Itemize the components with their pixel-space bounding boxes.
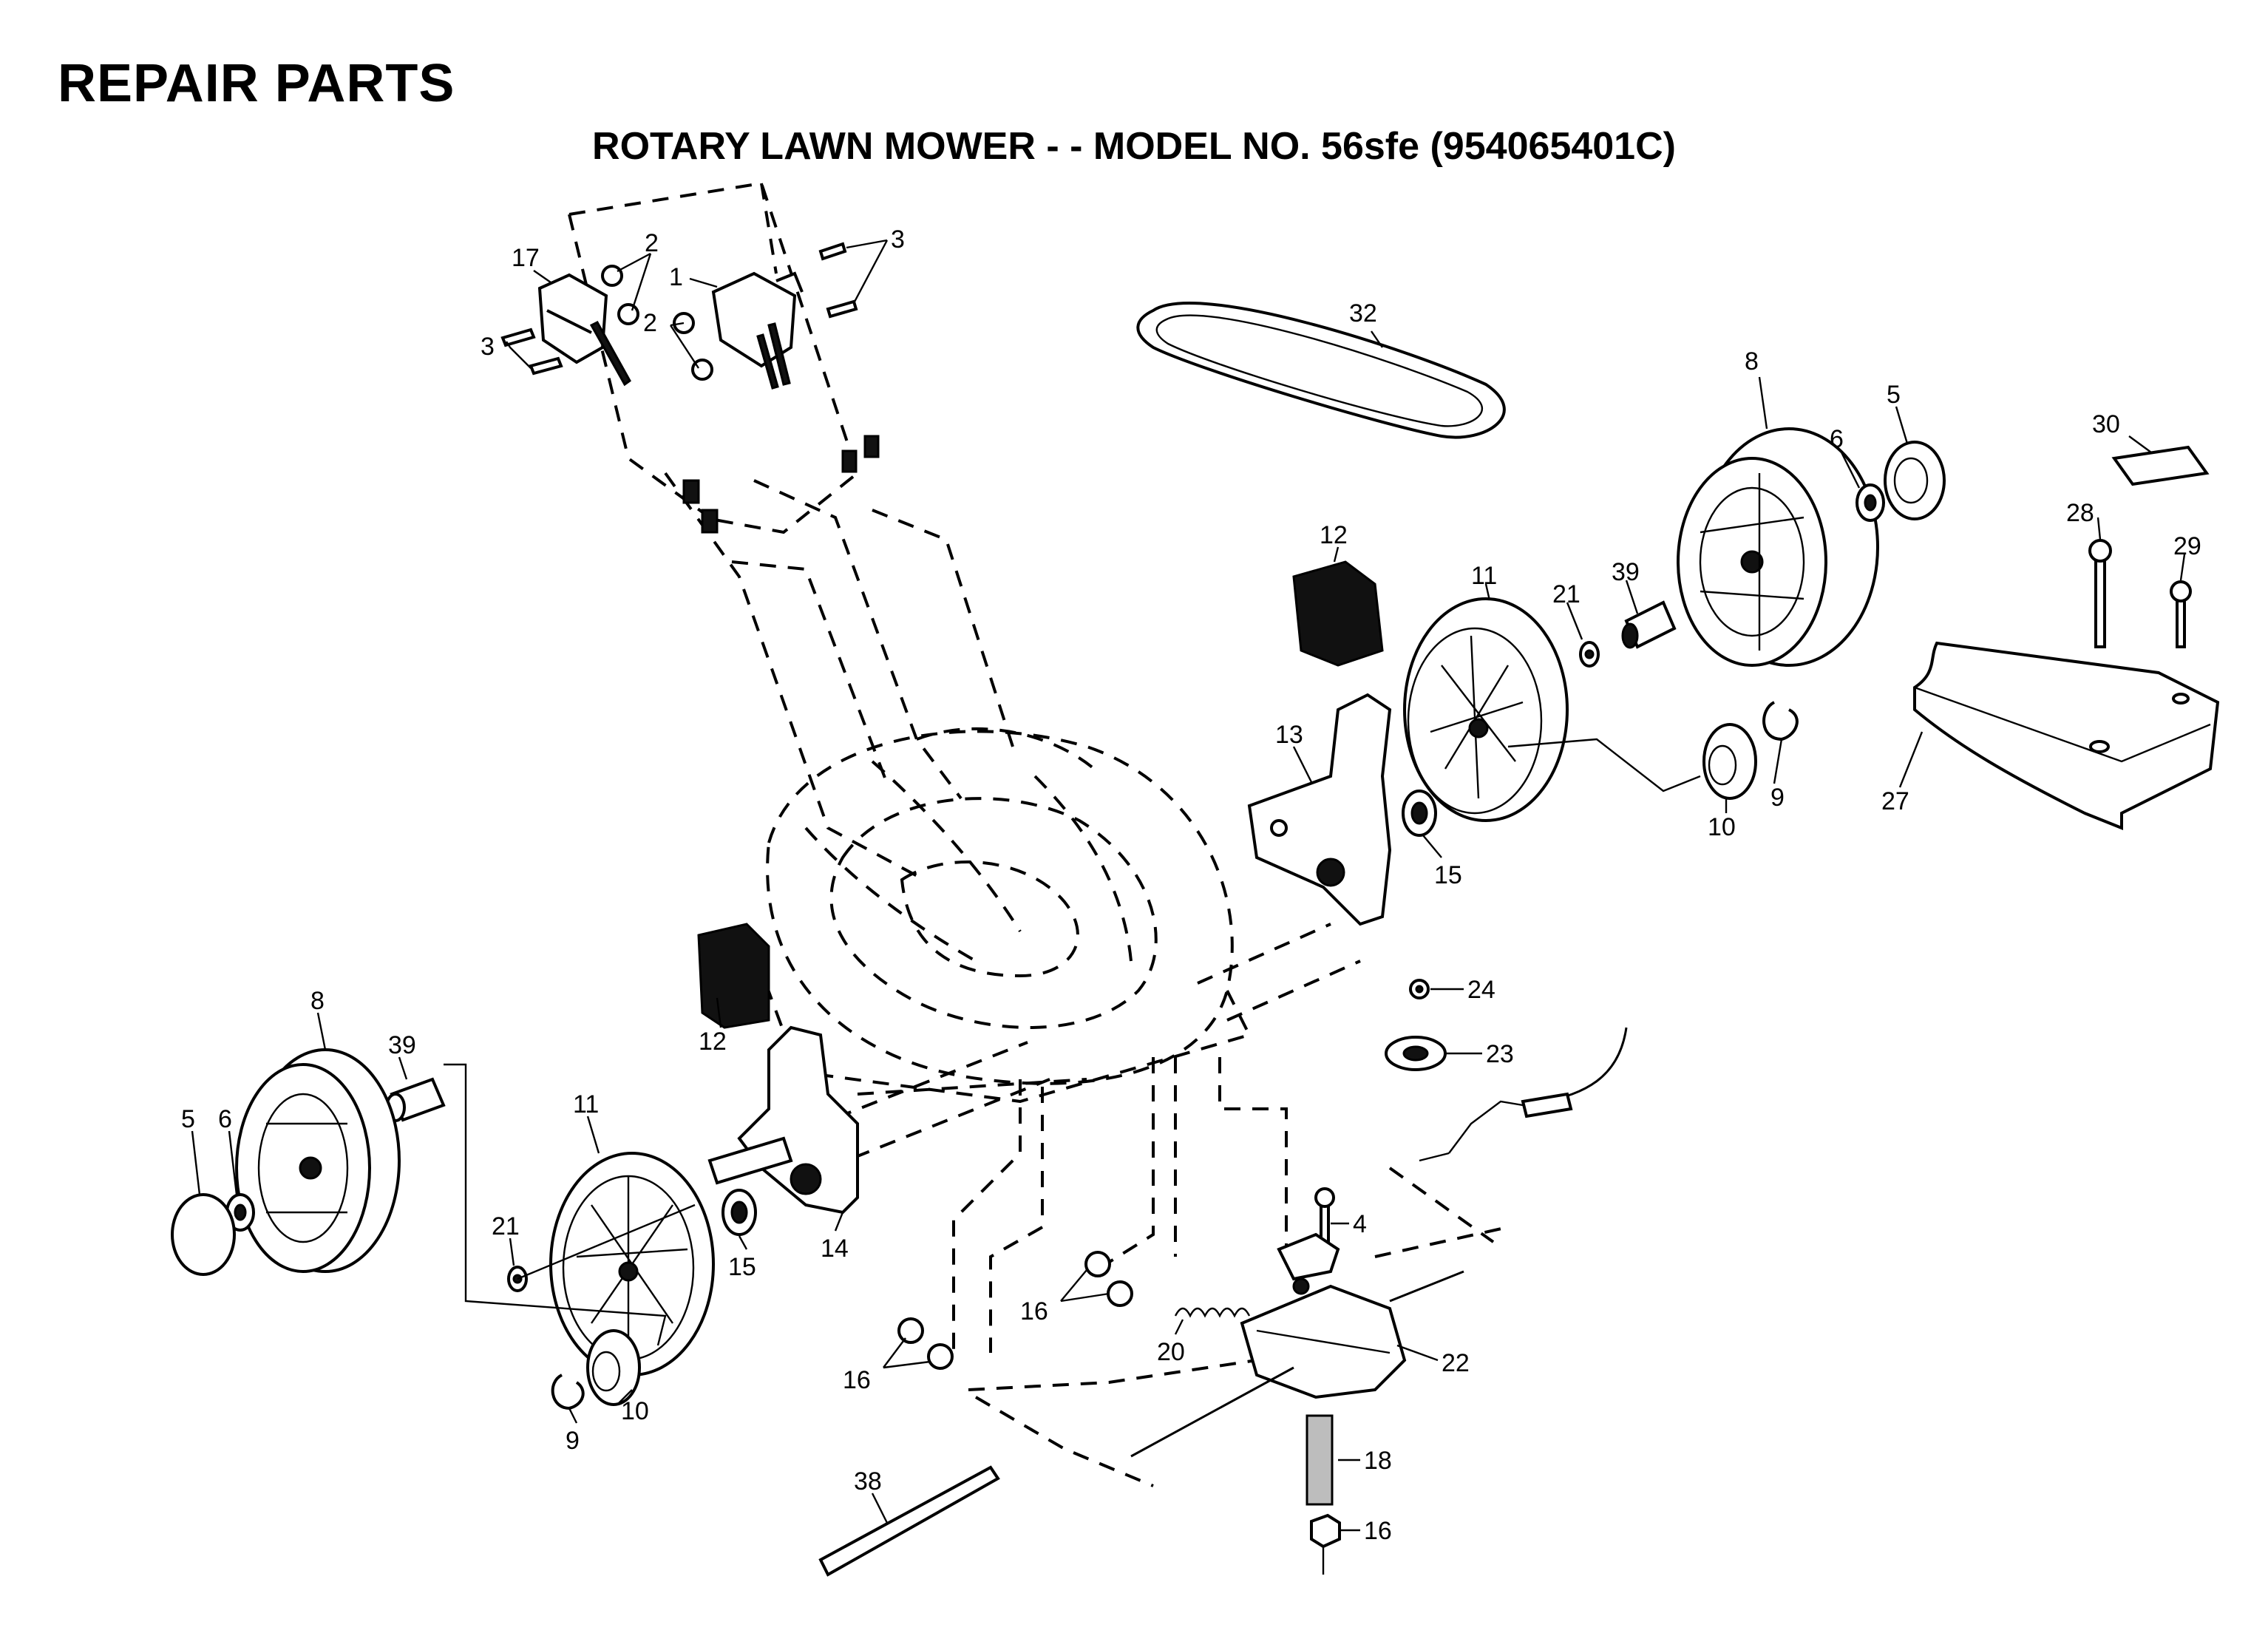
nut-24 [1409, 979, 1430, 999]
handle-phantom [568, 181, 1014, 881]
callout-16: 16 [1020, 1297, 1048, 1325]
nuts-16-middle [1084, 1251, 1133, 1307]
rear-skirt [1913, 641, 2220, 830]
callout-22: 22 [1442, 1349, 1470, 1377]
leader-lines [191, 239, 2186, 1532]
nut-16-bottom [1310, 1513, 1341, 1549]
spacer-39-left [385, 1077, 446, 1122]
callout-3: 3 [891, 225, 905, 254]
wheel-11-right [1403, 597, 1569, 822]
callout-30: 30 [2092, 410, 2120, 438]
callout-9: 9 [1770, 784, 1785, 812]
nuts-16-left [897, 1317, 954, 1370]
height-adjuster-13 [1247, 693, 1392, 926]
rear-wheel-right [1677, 427, 1879, 667]
callout-13: 13 [1275, 721, 1303, 749]
callout-18: 18 [1364, 1447, 1392, 1475]
bearing-15-right [1402, 790, 1437, 837]
baffle-12-lower [697, 923, 770, 1029]
callout-14: 14 [821, 1235, 849, 1263]
bearing-15-left [722, 1189, 757, 1236]
page-subtitle: ROTARY LAWN MOWER - - MODEL NO. 56sfe (9… [592, 125, 1676, 168]
rear-wheel-left [235, 1048, 401, 1273]
drive-belt [1136, 302, 1506, 439]
drive-shaft [1130, 1270, 1464, 1458]
callout-9: 9 [566, 1427, 580, 1455]
handle-bracket-left [537, 273, 631, 387]
callout-2: 2 [643, 309, 657, 337]
control-cable [1419, 1027, 1628, 1162]
gear-10-left [586, 1329, 641, 1406]
gear-10-right [1702, 723, 1757, 800]
callout-39: 39 [388, 1031, 416, 1059]
wheel-cap-left [171, 1193, 236, 1276]
callout-17: 17 [512, 244, 540, 272]
callout-15: 15 [728, 1253, 756, 1281]
label-plate [2111, 445, 2210, 486]
callout-38: 38 [854, 1467, 882, 1495]
spacer-39-right [1621, 600, 1677, 649]
axle-line-left [517, 1203, 696, 1280]
handle-bracket-right [711, 271, 804, 390]
clip-9-right [1762, 701, 1799, 741]
callout-4: 4 [1353, 1210, 1367, 1238]
page-title: REPAIR PARTS [58, 54, 455, 113]
callout-11: 11 [573, 1090, 599, 1118]
shaft-line-right [1507, 738, 1701, 792]
spring-18 [1306, 1414, 1334, 1506]
axle-phantom [783, 923, 1509, 1487]
callout-15: 15 [1434, 861, 1462, 889]
callout-21: 21 [492, 1212, 520, 1240]
bracket-line-left [444, 1063, 667, 1346]
callout-labels: 17 2 1 3 2 3 32 8 5 6 30 28 29 12 11 21 … [181, 225, 2201, 1545]
clip-9-left [551, 1374, 585, 1410]
baffle-12-upper [1292, 560, 1384, 667]
callout-12: 12 [699, 1028, 727, 1056]
callout-8: 8 [310, 987, 325, 1015]
wheel-washer-right [1856, 483, 1885, 522]
callout-11: 11 [1471, 562, 1497, 590]
bolt-4 [1314, 1187, 1335, 1243]
callout-23: 23 [1486, 1040, 1514, 1068]
callout-32: 32 [1349, 299, 1377, 327]
callout-6: 6 [218, 1105, 232, 1133]
transmission-22 [1240, 1232, 1407, 1399]
spring-20 [1174, 1307, 1251, 1318]
screws-28-29 [2088, 539, 2192, 648]
pulley-23 [1385, 1036, 1447, 1071]
bracket-bolts [500, 242, 880, 534]
wheel-cap-right [1884, 441, 1946, 520]
callout-3: 3 [481, 333, 495, 361]
callout-24: 24 [1467, 976, 1495, 1004]
callout-16: 16 [1364, 1517, 1392, 1545]
height-adjuster-14 [707, 1025, 859, 1215]
callout-10: 10 [621, 1397, 649, 1425]
callout-39: 39 [1612, 558, 1640, 586]
callout-5: 5 [1887, 381, 1901, 409]
callout-27: 27 [1881, 787, 1909, 815]
deck-phantom [745, 727, 1252, 1104]
callout-29: 29 [2173, 532, 2201, 560]
callout-6: 6 [1830, 425, 1844, 453]
callout-20: 20 [1157, 1338, 1185, 1366]
callout-8: 8 [1745, 347, 1759, 376]
callout-2: 2 [645, 229, 659, 257]
callout-10: 10 [1708, 813, 1736, 841]
callout-21: 21 [1552, 580, 1581, 608]
bracket-nuts [601, 265, 713, 381]
callout-28: 28 [2066, 499, 2094, 527]
callout-1: 1 [669, 263, 683, 291]
callout-16: 16 [843, 1366, 871, 1394]
callout-5: 5 [181, 1105, 195, 1133]
washer-21-right [1579, 641, 1600, 668]
rod-38 [818, 1465, 1000, 1577]
callout-12: 12 [1320, 521, 1348, 549]
